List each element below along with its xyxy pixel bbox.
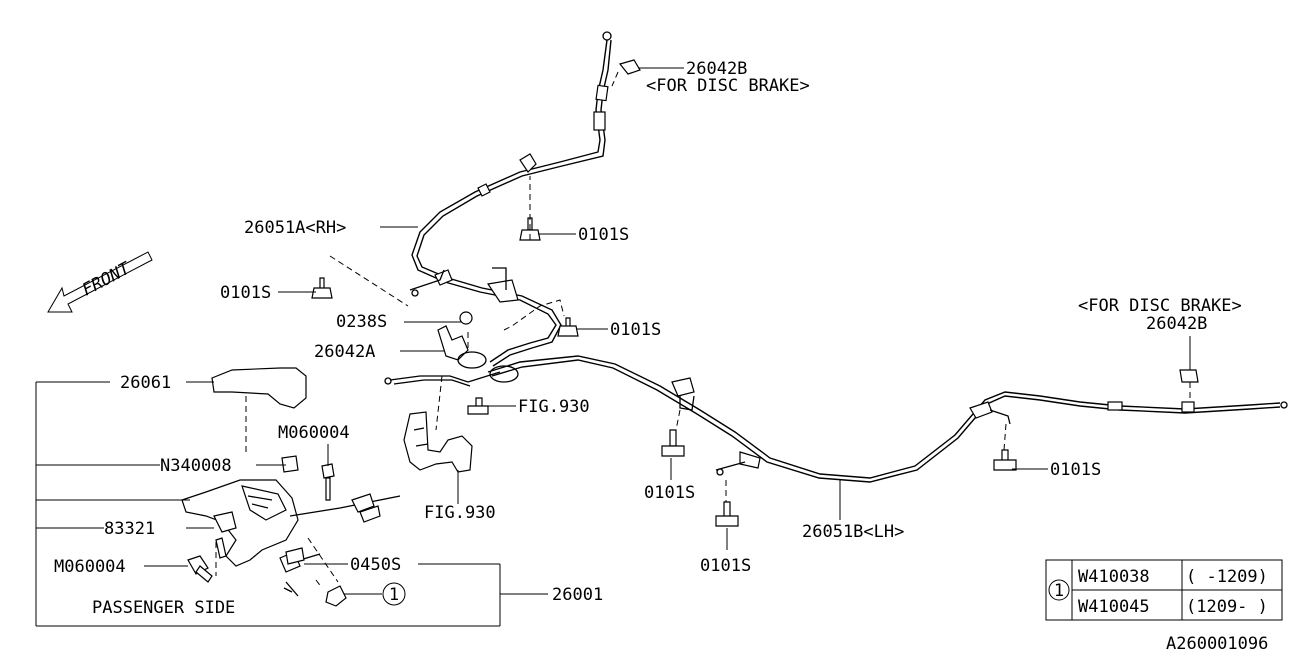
label-0101s-f: 0101S [1050,460,1101,480]
callout-circle-1 [382,582,406,606]
table-row-1-part: W410038 [1078,567,1150,587]
part-reference-table: 1 W410038 ( -1209) W410045 (1209- ) [1045,559,1283,621]
label-83321: 83321 [104,519,155,539]
label-passenger-side: PASSENGER SIDE [92,598,235,618]
label-0450s: 0450S [350,555,401,575]
lever-assembly [181,311,519,607]
table-ref-number: 1 [1054,581,1064,601]
dashed-guides [215,71,1191,589]
label-26051a-rh: 26051A<RH> [244,218,346,238]
label-0101s-d: 0101S [644,483,695,503]
label-fig930-b: FIG.930 [424,503,496,523]
callout-1-number: 1 [389,585,399,605]
label-0101s-c: 0101S [610,320,661,340]
front-label: FRONT [79,258,135,301]
bolt-icons [187,217,1017,583]
front-arrow-icon: FRONT [47,251,153,313]
label-n340008: N340008 [160,456,232,476]
table-row-2-range: (1209- ) [1186,597,1268,617]
table-callout-circle [1048,579,1070,601]
label-26042b-top: 26042B [686,59,747,79]
label-26051b-lh: 26051B<LH> [802,522,904,542]
label-0101s-b: 0101S [220,283,271,303]
label-26042a: 26042A [314,342,375,362]
table-row-1-range: ( -1209) [1186,567,1268,587]
label-26001: 26001 [552,585,603,605]
label-m060004-a: M060004 [278,423,350,443]
label-0101s-e: 0101S [700,556,751,576]
label-26061: 26061 [120,373,171,393]
leader-lines [35,67,1191,627]
rh-cable-26051a [409,31,641,367]
table-row-2-part: W410045 [1078,597,1150,617]
label-fig930-a: FIG.930 [518,397,590,417]
diagram-reference-code: A260001096 [1166,634,1268,653]
label-m060004-b: M060004 [54,557,126,577]
lh-cable-26051b [487,355,1288,483]
label-26042b-right: 26042B [1146,314,1207,334]
label-0101s-a: 0101S [578,225,629,245]
label-for-disc-brake-top: <FOR DISC BRAKE> [646,76,810,96]
label-for-disc-brake-right: <FOR DISC BRAKE> [1078,296,1242,316]
label-0238s: 0238S [336,312,387,332]
